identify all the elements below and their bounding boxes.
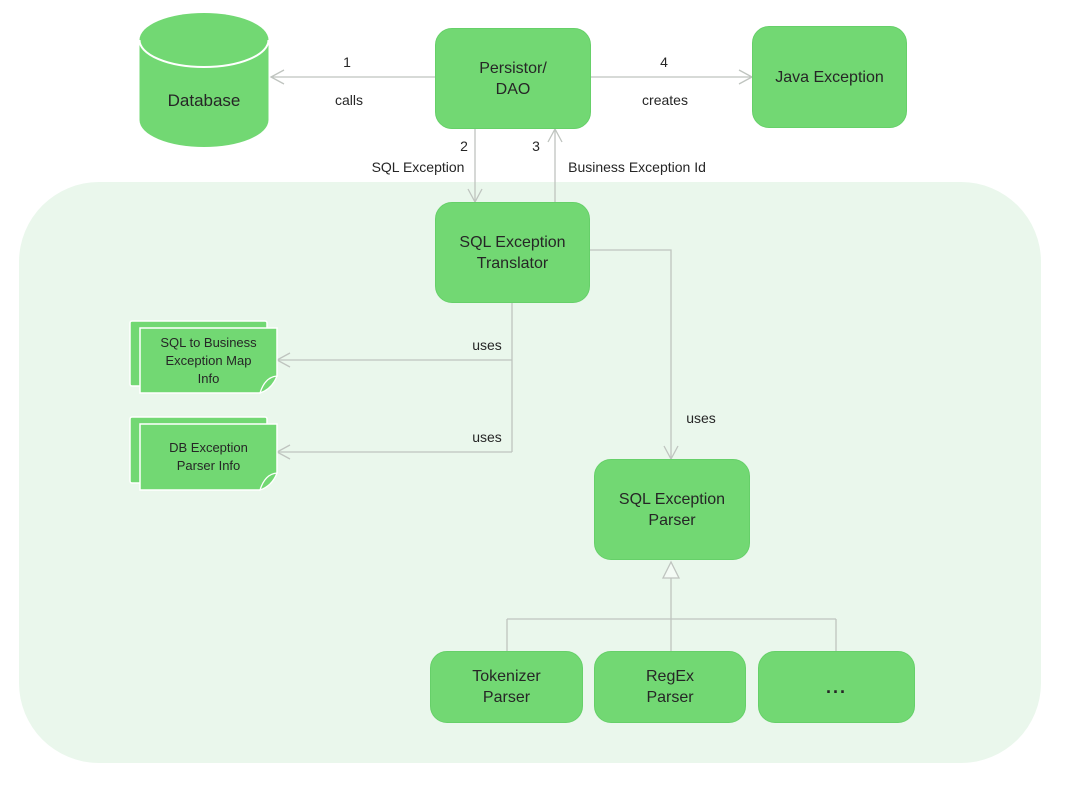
edge-uses-parser-info	[275, 444, 512, 460]
node-java-exception: Java Exception	[752, 26, 907, 128]
edge-label-uses-parser: uses	[686, 410, 716, 426]
node-persistor-dao: Persistor/ DAO	[435, 28, 591, 129]
edge-inheritance	[506, 560, 837, 651]
node-more-parsers: ...	[758, 651, 915, 723]
database-cylinder-shape	[138, 13, 270, 148]
database-label: Database	[167, 91, 241, 110]
edge-calls	[269, 69, 435, 85]
edge-number-business-exception-id: 3	[532, 138, 540, 154]
edge-label-calls: calls	[334, 92, 364, 108]
edge-label-sql-exception: SQL Exception	[371, 159, 465, 175]
node-sql-exception-translator: SQL Exception Translator	[435, 202, 590, 303]
card-sql-to-business-map-shape	[129, 320, 278, 395]
edge-uses-parser	[590, 249, 679, 461]
node-tokenizer-parser: Tokenizer Parser	[430, 651, 583, 723]
edge-number-sql-exception: 2	[460, 138, 468, 154]
edge-label-uses-map: uses	[472, 337, 502, 353]
edge-creates	[591, 69, 754, 85]
node-regex-parser: RegEx Parser	[594, 651, 746, 723]
card-db-exception-parser-info-label: DB Exception Parser Info	[169, 440, 248, 473]
edge-number-calls: 1	[343, 54, 351, 70]
card-db-exception-parser-info-shape	[129, 416, 278, 492]
edge-label-business-exception-id: Business Exception Id	[568, 159, 706, 175]
edge-label-creates: creates	[642, 92, 688, 108]
card-sql-to-business-map-label: SQL to Business Exception Map Info	[160, 334, 257, 386]
edge-number-creates: 4	[660, 54, 668, 70]
node-sql-exception-parser: SQL Exception Parser	[594, 459, 750, 560]
edge-business-exception-id	[547, 127, 563, 202]
edge-label-uses-parser-info: uses	[472, 429, 502, 445]
edge-sql-exception	[467, 129, 483, 204]
